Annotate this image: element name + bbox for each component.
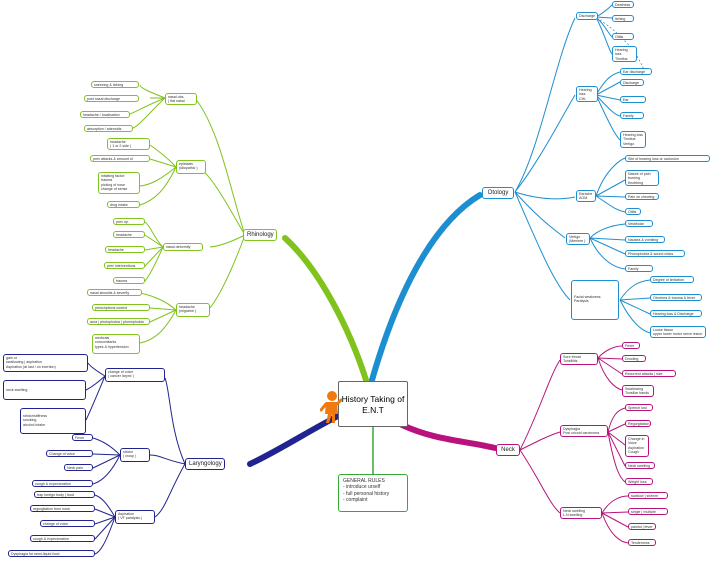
oto-vertigo-item[interactable]: Vestibular <box>625 220 653 227</box>
oto-hearing-loss-item[interactable]: Family history <box>620 112 644 119</box>
rhino-epistaxis-item[interactable]: headache ( 1 or 2 side ) <box>107 138 150 150</box>
neck-swelling-item[interactable]: Tenderness <box>628 539 656 546</box>
neck-dysphagia-item[interactable]: Weight loss <box>625 478 653 485</box>
rhino-nasal-deformity-item[interactable]: prev interventions <box>104 262 145 269</box>
rhino-nasal-deformity[interactable]: nasal deformity <box>163 243 203 251</box>
rhino-nasal-deformity-item[interactable]: trauma <box>113 277 145 284</box>
laryn-voice-change-item[interactable]: neck swelling <box>3 380 86 400</box>
rhino-headache[interactable]: headache (migraine ) <box>176 303 210 317</box>
oto-facial-weakness-item[interactable]: Degree of limitation <box>650 276 694 283</box>
neck-swelling-item[interactable]: painful | fever <box>628 523 656 530</box>
rhino-nasal-obs-item[interactable]: sneezing & itching <box>91 81 139 88</box>
rhino-nasal-deformity-item[interactable]: headache <box>105 246 145 253</box>
laryn-stridor-item[interactable]: Change of voice <box>46 450 93 457</box>
laryn-voice-change[interactable]: change of voice ( cancer larynx ) <box>105 368 165 382</box>
topic-otology[interactable]: Otology <box>482 187 514 199</box>
rhino-headache-item[interactable]: medicals concomitants types & hypertensi… <box>92 334 140 354</box>
topic-laryngology[interactable]: Laryngology <box>185 458 225 470</box>
neck-swelling-item[interactable]: single | multiple <box>628 508 668 515</box>
oto-discharge-item[interactable]: Otitis <box>612 33 634 40</box>
oto-earache-item[interactable]: Nature of pain burning throbbing <box>625 170 659 186</box>
oto-earache[interactable]: Earache AOM <box>576 190 596 202</box>
oto-hearing-loss[interactable]: Hearing loss CHL SNHL <box>576 86 598 102</box>
oto-earache-item[interactable]: Pain on chewing <box>625 193 659 200</box>
laryn-stridor[interactable]: stridor ( croup ) <box>120 448 150 462</box>
neck-tonsillitis-item[interactable]: Fever <box>622 342 640 349</box>
neck-dysphagia-item[interactable]: Change in Voice Aspiration Cough <box>625 435 649 457</box>
neck-swelling[interactable]: Neck swelling L.N.swelling <box>560 507 602 519</box>
branch-laryngology-stem <box>247 412 343 467</box>
oto-hearing-loss-item[interactable]: Discharge <box>620 79 644 86</box>
general-rules-item: - complaint <box>343 496 368 503</box>
general-rules-title: GENERAL RULES <box>343 478 385 484</box>
neck-tonsillitis-item[interactable]: Drooling <box>622 355 646 362</box>
general-rules-item: - full personal history <box>343 490 390 497</box>
rhino-nasal-obs-item[interactable]: post nasal discharge <box>84 95 139 102</box>
neck-tonsillitis-item[interactable]: Swallowing Tonsillar hands <box>622 385 654 397</box>
oto-hearing-loss-item[interactable]: Ear discharge <box>620 68 652 75</box>
laryn-voice-change-item[interactable]: gain or swallowing | aspiration Aspirati… <box>3 354 88 372</box>
oto-vertigo-item[interactable]: Phonophobia & sound clicks <box>625 250 685 257</box>
oto-discharge-item[interactable]: itching <box>612 15 634 22</box>
neck-swelling-item[interactable]: swallow | sneeze <box>628 492 668 499</box>
general-rules-item: - introduce urself <box>343 484 381 491</box>
central-topic-line-2: E.N.T <box>362 404 384 415</box>
neck-tonsillitis[interactable]: Sore throat Tonsillitis <box>560 353 598 365</box>
branch-otology-stem <box>369 192 483 383</box>
oto-discharge-item[interactable]: Hearing loss Tinnitus Vertigo <box>612 46 637 62</box>
central-topic[interactable]: History Taking of E.N.T <box>338 381 408 427</box>
rhino-headache-item[interactable]: prescriptions control <box>92 304 150 311</box>
rhino-nasal-deformity-item[interactable]: headache <box>113 231 145 238</box>
laryn-aspiration-item[interactable]: trap foreign body | food <box>34 491 95 498</box>
topic-rhinology[interactable]: Rhinology <box>243 229 277 241</box>
rhino-nasal-obs-item[interactable]: absorption / adenoids <box>84 125 133 132</box>
neck-dysphagia-item[interactable]: Speech lost <box>625 404 653 411</box>
neck-tonsillitis-item[interactable]: Recurrent attacks | size <box>622 370 676 377</box>
branch-neck-stem <box>399 422 498 451</box>
oto-earache-item[interactable]: Site of hearing loss or occlusion <box>625 155 710 162</box>
branch-rhinology-stem <box>282 235 369 383</box>
person-figure-icon <box>320 391 342 423</box>
oto-discharge[interactable]: Discharge <box>576 12 598 20</box>
laryn-aspiration-item[interactable]: regurgitation from nose <box>30 505 95 512</box>
oto-vertigo[interactable]: Vertigo (Meniere ) <box>566 233 590 245</box>
oto-facial-weakness-item[interactable]: Hearing loss & Discharge <box>650 310 702 317</box>
laryn-stridor-item[interactable]: Fever <box>72 434 93 441</box>
oto-hearing-loss-item[interactable]: Hearing loss Tinnitus Vertigo <box>620 131 646 148</box>
neck-dysphagia-item[interactable]: Neck swelling <box>625 462 655 469</box>
oto-vertigo-item[interactable]: Family history <box>625 265 653 272</box>
topic-neck[interactable]: Neck <box>496 444 520 456</box>
oto-discharge-item[interactable]: Deafness <box>612 1 634 8</box>
rhino-nasal-deformity-item[interactable]: prev op. <box>113 218 145 225</box>
oto-facial-weakness-item[interactable]: Loose tissue upper lower motor nerve les… <box>650 326 706 338</box>
laryn-aspiration-item[interactable]: change of voice <box>40 520 95 527</box>
neck-dysphagia-item[interactable]: Regurgitation <box>625 420 651 427</box>
central-topic-line-1: History Taking of <box>341 394 405 404</box>
rhino-headache-item[interactable]: aura | photophobia | phonophobia <box>87 318 150 325</box>
rhino-nasal-obs[interactable]: nasal obs. ( flat nasal polyp) <box>165 93 197 105</box>
oto-hearing-loss-item[interactable]: Ear sounding <box>620 96 646 103</box>
oto-vertigo-item[interactable]: Nausea & vomiting <box>625 236 665 243</box>
rhino-headache-item[interactable]: nasal sinusitis & severity <box>87 289 142 296</box>
rhino-epistaxis-item[interactable]: prev attacks & amount of bleeding <box>90 155 150 162</box>
rhino-epistaxis-item[interactable]: initiating factor: trauma picking of nos… <box>98 172 140 194</box>
laryn-stridor-item[interactable]: Neck pain <box>64 464 93 471</box>
laryn-voice-change-item[interactable]: stridor/stiffness smoking alcohol intake <box>20 408 86 434</box>
general-rules-box[interactable]: GENERAL RULES - introduce urself - full … <box>338 474 408 512</box>
rhino-nasal-obs-item[interactable]: headache / localisation <box>80 111 130 118</box>
oto-facial-weakness[interactable]: Facial weakness Paralysis <box>571 280 619 320</box>
oto-facial-weakness-item[interactable]: Otorrhea & trauma & fever <box>650 294 702 301</box>
laryn-aspiration-item[interactable]: Dysphagia for semi-liquid food <box>8 550 95 557</box>
rhino-epistaxis-item[interactable]: drug intake <box>107 201 140 208</box>
oto-earache-item[interactable]: Otitis <box>625 208 641 215</box>
rhino-epistaxis[interactable]: epistaxis (idiopathic ) <box>176 160 206 174</box>
laryn-aspiration[interactable]: Aspiration ( VF paralysis ) <box>115 510 155 524</box>
neck-dysphagia[interactable]: Dysphagia Post cricoid carcinoma <box>560 425 608 437</box>
laryn-aspiration-item[interactable]: cough & expectoration <box>30 535 95 542</box>
laryn-stridor-item[interactable]: cough & expectoration <box>32 480 93 487</box>
